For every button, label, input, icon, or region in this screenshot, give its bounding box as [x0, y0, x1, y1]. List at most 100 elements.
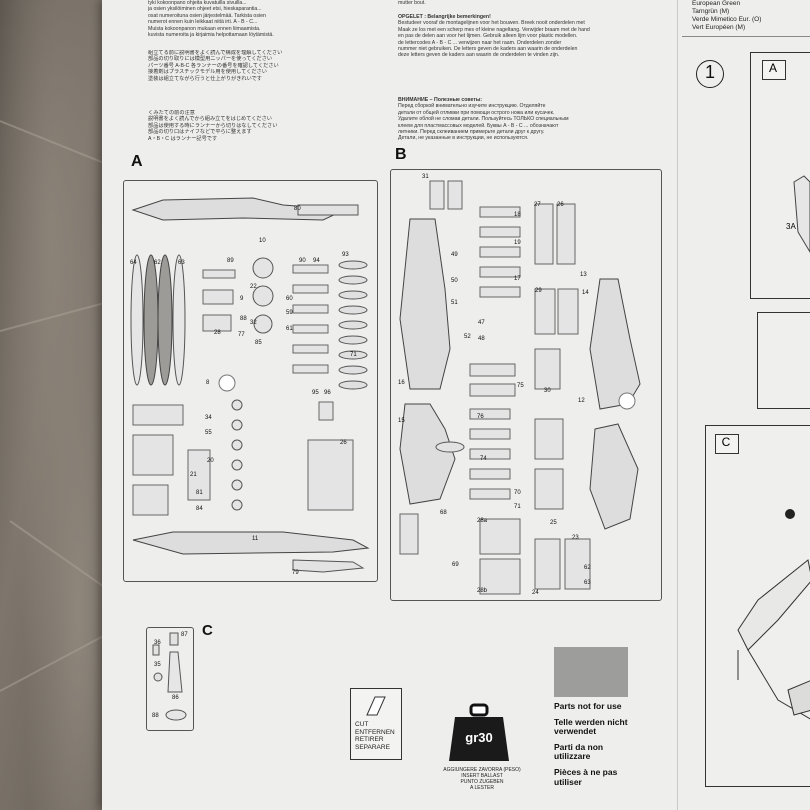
part-number-b-27: 27: [534, 202, 541, 208]
part-number-b-12: 12: [578, 398, 585, 404]
russian-instructions: ВНИМАНИЕ – Полезные советы: Перед сборко…: [398, 97, 569, 142]
part-number-a-86: 8: [206, 380, 210, 386]
assembly-drawing: [737, 509, 810, 720]
part-number-a-93: 93: [342, 252, 349, 258]
part-number-b-71: 71: [514, 504, 521, 510]
part-number-c-35: 35: [154, 662, 161, 668]
part-number-a-10: 10: [259, 238, 266, 244]
step-box-a: [750, 52, 810, 299]
part-number-b-15: 15: [398, 418, 405, 424]
part-number-b-29: 29: [535, 288, 542, 294]
sprue-frame-c: [146, 627, 194, 731]
part-number-b-62: 62: [584, 565, 591, 571]
divider: [682, 36, 810, 37]
part-number-b-19: 19: [514, 240, 521, 246]
part-number-a-60: 60: [286, 296, 293, 302]
part-number-a-20: 26: [340, 440, 347, 446]
russian-title: ВНИМАНИЕ – Полезные советы:: [398, 97, 483, 103]
part-number-c-87: 87: [181, 632, 188, 638]
step-box-a-label: A: [768, 61, 777, 75]
cut-label-de: ENTFERNEN: [355, 728, 395, 736]
part-number-a-85: 85: [255, 340, 262, 346]
japanese-instructions-2: くみたての前の注意 説明書をよく読んでから組み立てをはじめてください 部品は使用…: [148, 110, 278, 142]
part-number-a-79: 79: [292, 570, 299, 576]
part-number-b-31: 31: [422, 174, 429, 180]
ballast-weight-icon: [449, 703, 509, 761]
part-number-a-81: 81: [196, 490, 203, 496]
part-number-a-61: 61: [286, 326, 293, 332]
step-box-c-label: C: [721, 435, 731, 449]
cut-legend-box: CUT ENTFERNEN RETIRER SEPARARE: [350, 688, 402, 760]
sprue-label-c: C: [202, 622, 213, 639]
part-number-b-47: 47: [478, 320, 485, 326]
part-number-b-25: 25: [550, 520, 557, 526]
part-number-a-71: 71: [350, 352, 357, 358]
part-number-b-14: 14: [582, 290, 589, 296]
part-number-b-24: 24: [532, 590, 539, 596]
sprue-a-drawing: [130, 197, 370, 573]
japanese-instructions-1: 組立てる前に説明書をよく読んで構成を理解してください 部品の切り取りには模型用ニ…: [148, 50, 283, 82]
finnish-tail: mutter bout.: [398, 0, 426, 6]
dutch-title: OPGELET : Belangrijke bemerkingen!: [398, 14, 491, 20]
part-number-a-55: 55: [205, 430, 212, 436]
part-number-b-48: 48: [478, 336, 485, 342]
part-number-a-32: 32: [250, 320, 257, 326]
part-number-b-23: 23: [572, 535, 579, 541]
part-number-a-95: 95: [312, 390, 319, 396]
color-list: European Green Tarngrün (M) Verde Mimeti…: [692, 0, 762, 31]
part-number-b-74: 74: [480, 456, 487, 462]
part-number-b-18: 18: [514, 212, 521, 218]
dutch-instructions: OPGELET : Belangrijke bemerkingen! Bestu…: [398, 14, 590, 59]
part-number-a-96: 96: [324, 390, 331, 396]
step-box-a-label-frame: [762, 60, 786, 80]
step-box-b: [757, 312, 810, 409]
ballast-weight-label: gr30: [465, 730, 493, 745]
part-number-b-50: 50: [451, 278, 458, 284]
part-number-c-88: 88: [152, 713, 159, 719]
part-number-b-69: 69: [452, 562, 459, 568]
not-for-use-swatch: [554, 647, 628, 697]
part-number-a-22: 22: [250, 284, 257, 290]
sprue-frame-a: [123, 180, 378, 582]
part-number-a-11: 11: [252, 536, 259, 542]
part-number-b-28b: 28b: [477, 588, 488, 594]
part-number-a-63: 63: [178, 260, 185, 266]
part-number-a-88: 88: [240, 316, 247, 322]
part-number-c-36: 36: [154, 640, 161, 646]
ballast-text: AGGIUNGERE ZAVORRA (PESO) INSERT BALLAST…: [443, 767, 521, 791]
part-number-a-90: 90: [299, 258, 306, 264]
part-number-a-9: 9: [240, 296, 244, 302]
cut-label-it: SEPARARE: [355, 743, 390, 751]
part-number-b-26: 26: [557, 202, 564, 208]
sprue-b-drawing: [399, 180, 641, 595]
part-number-b-76: 76: [477, 414, 484, 420]
part-number-b-52: 52: [464, 334, 471, 340]
part-number-b-28a: 28a: [477, 518, 488, 524]
wing-part-drawing: [793, 175, 810, 253]
finnish-instructions: tyki kokoonpano ohjeita kuvatuilla sivui…: [148, 0, 274, 39]
part-number-b-75: 75: [517, 383, 524, 389]
part-number-c-86: 86: [172, 695, 179, 701]
part-number-b-30: 30: [544, 388, 551, 394]
part-number-b-13: 13: [580, 272, 587, 278]
part-number-a-21: 21: [190, 472, 197, 478]
step-box-c-label-frame: [715, 434, 739, 454]
page-fold: [677, 0, 678, 810]
sprue-c-drawing: [152, 632, 187, 721]
part-number-b-16: 16: [398, 380, 405, 386]
part-number-a-89: 89: [227, 258, 234, 264]
part-number-a-62: 62: [154, 260, 161, 266]
sprue-frame-b: [390, 169, 662, 601]
part-number-a-59: 59: [286, 310, 293, 316]
part-number-b-68: 68: [440, 510, 447, 516]
callout-3a: 3A: [786, 222, 796, 231]
part-number-b-63: 63: [584, 580, 591, 586]
instruction-sheet: tyki kokoonpano ohjeita kuvatuilla sivui…: [102, 0, 810, 810]
part-number-b-49: 49: [451, 252, 458, 258]
part-number-a-64: 64: [130, 260, 137, 266]
part-number-a-34: 34: [205, 415, 212, 421]
part-number-a-77: 77: [238, 332, 245, 338]
step-number: 1: [704, 62, 715, 82]
cut-label-fr: RETIRER: [355, 736, 384, 743]
cut-label-en: CUT: [355, 721, 369, 728]
